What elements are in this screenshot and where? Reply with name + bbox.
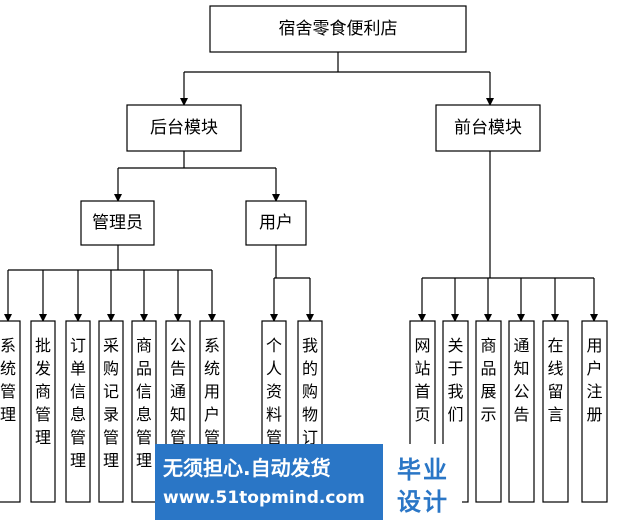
frontend-leaf-5-label: 在线留言 [547, 336, 563, 424]
admin-leaf-3-label: 订单信息管理 [70, 336, 86, 470]
connector-lines [4, 52, 598, 322]
watermark-right-panel: 毕业 设计 [383, 444, 462, 520]
watermark-label-bottom: 设计 [397, 488, 449, 516]
backend-module-node: 后台模块 [126, 104, 242, 152]
frontend-leaf-5-box [542, 320, 569, 503]
user-role-node-label: 用户 [259, 213, 293, 233]
admin-role-node: 管理员 [80, 200, 155, 246]
frontend-leaf-4-box [508, 320, 535, 503]
watermark-slogan: 无须担心.自动发货 [163, 456, 331, 480]
frontend-leaf-6: 用户注册 [581, 320, 608, 503]
frontend-leaf-3-label: 商品展示 [480, 336, 496, 424]
admin-leaf-1: 系统管理 [0, 320, 21, 503]
frontend-leaf-4: 通知公告 [508, 320, 535, 503]
admin-leaf-4-label: 采购记录管理 [103, 336, 119, 470]
admin-role-node-label: 管理员 [92, 213, 143, 233]
admin-leaf-5-box [131, 320, 157, 503]
watermark-banner: 无须担心.自动发货 www.51topmind.com 毕业 设计 [155, 444, 462, 520]
admin-leaf-4-box [98, 320, 124, 503]
frontend-leaf-3-box [475, 320, 502, 503]
admin-leaf-1-label: 系统管理 [0, 336, 16, 424]
user-role-node-box [245, 200, 307, 246]
root-node-label: 宿舍零食便利店 [279, 19, 398, 39]
admin-leaf-4: 采购记录管理 [98, 320, 124, 503]
frontend-leaf-3: 商品展示 [475, 320, 502, 503]
frontend-leaf-1-label: 网站首页 [414, 336, 430, 424]
admin-leaf-5: 商品信息管理 [131, 320, 157, 503]
admin-leaf-1-box [0, 320, 21, 503]
admin-leaf-2-box [30, 320, 56, 503]
watermark-url: www.51topmind.com [163, 488, 365, 508]
frontend-leaf-2-label: 关于我们 [447, 336, 463, 424]
admin-leaf-6-label: 公告通知管理 [170, 336, 186, 470]
admin-leaf-5-label: 商品信息管理 [136, 336, 152, 470]
frontend-leaf-5: 在线留言 [542, 320, 569, 503]
admin-leaf-2-label: 批发商管理 [35, 336, 51, 447]
user-leaf-1-label: 个人资料管理 [266, 336, 282, 470]
admin-leaf-3-box [65, 320, 91, 503]
admin-role-node-box [80, 200, 155, 246]
root-node-box [209, 5, 467, 53]
frontend-leaf-6-box [581, 320, 608, 503]
frontend-leaf-6-label: 用户注册 [586, 336, 602, 424]
frontend-leaf-4-label: 通知公告 [513, 336, 529, 424]
user-role-node: 用户 [245, 200, 307, 246]
frontend-module-node-box [435, 104, 541, 152]
admin-leaf-2: 批发商管理 [30, 320, 56, 503]
frontend-module-node-label: 前台模块 [454, 118, 522, 138]
admin-leaf-3: 订单信息管理 [65, 320, 91, 503]
frontend-module-node: 前台模块 [435, 104, 541, 152]
backend-module-node-label: 后台模块 [150, 118, 218, 138]
root-node: 宿舍零食便利店 [209, 5, 467, 53]
watermark-label-top: 毕业 [397, 456, 449, 484]
watermark-left-panel: 无须担心.自动发货 www.51topmind.com [155, 444, 383, 520]
backend-module-node-box [126, 104, 242, 152]
